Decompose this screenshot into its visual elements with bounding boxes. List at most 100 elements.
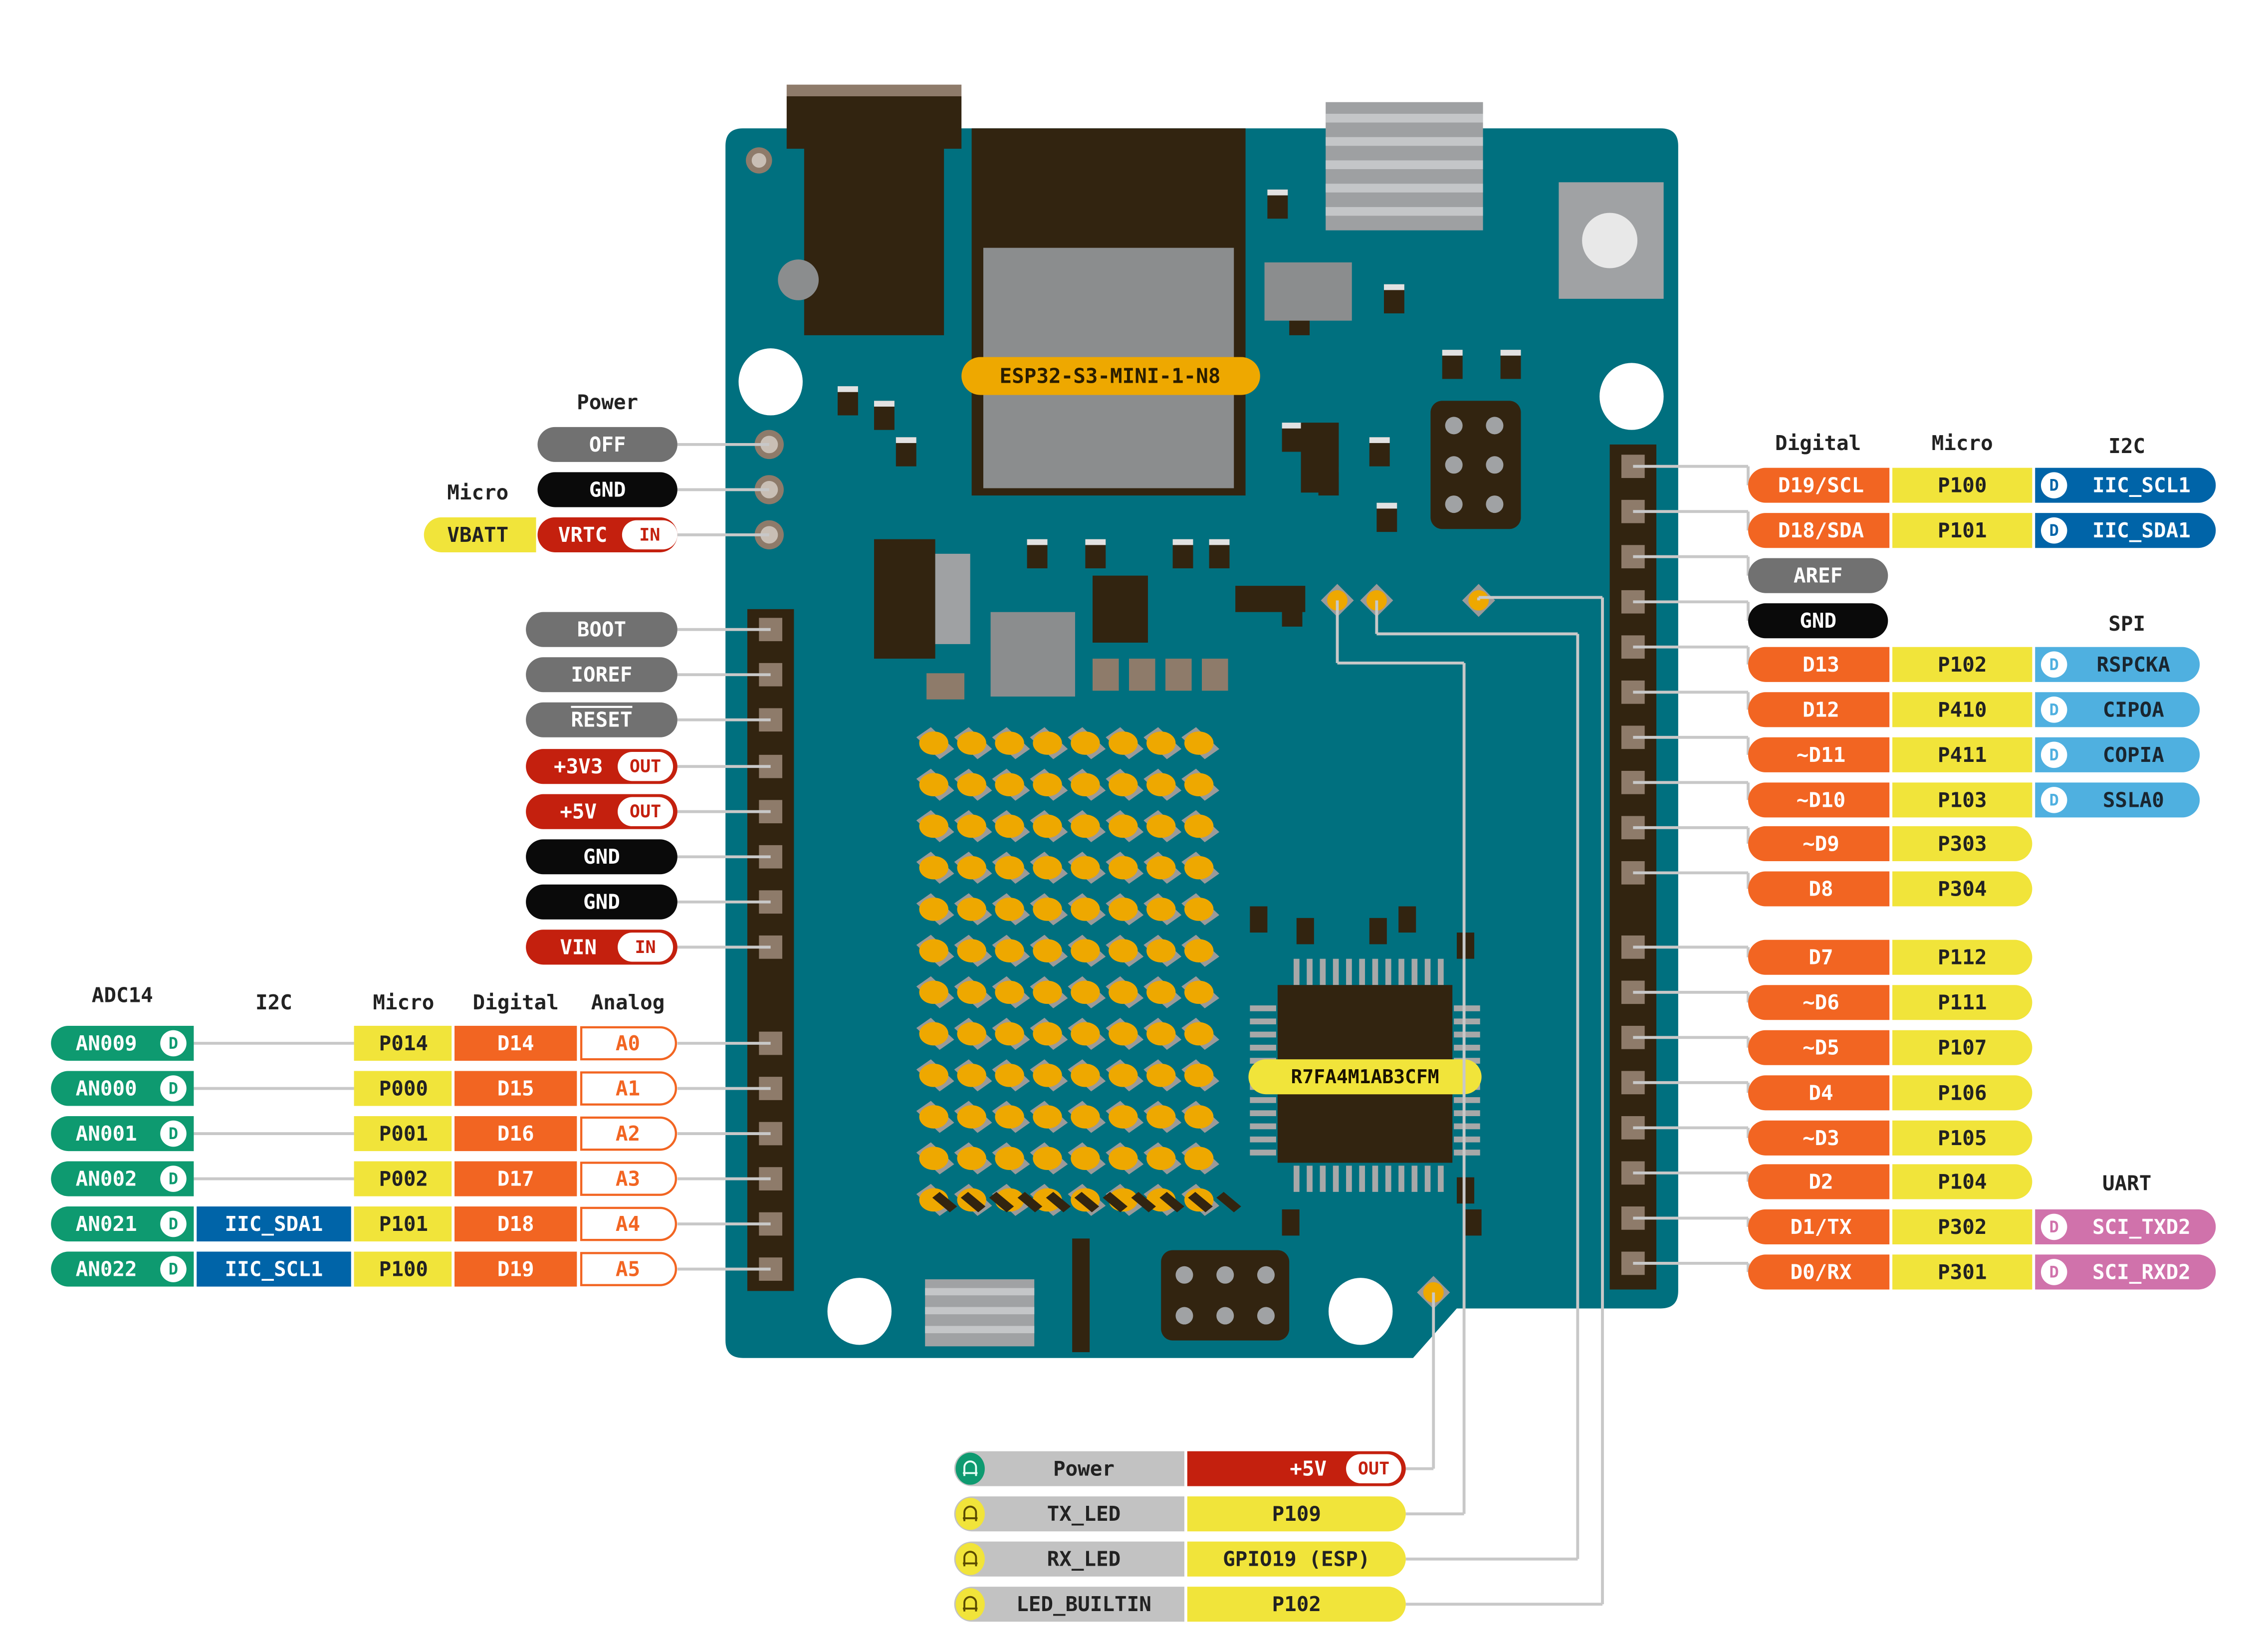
digital-pill[interactable] (1748, 1030, 1890, 1065)
header-pin-boot[interactable]: BOOT (526, 612, 677, 647)
micro-cell[interactable] (354, 1206, 452, 1242)
digital-cell[interactable] (454, 1071, 577, 1106)
power-pin-off[interactable]: OFF (537, 427, 677, 462)
micro-pill[interactable] (1892, 826, 2032, 861)
header-pin-reset[interactable]: RESET (526, 702, 677, 737)
led-name-pill[interactable] (954, 1451, 1184, 1486)
micro-cell[interactable] (354, 1251, 452, 1287)
pin-pill[interactable] (526, 839, 677, 875)
micro-pill[interactable] (1892, 782, 2032, 818)
digital-pill[interactable] (1748, 1209, 1890, 1244)
function-pill[interactable] (2035, 468, 2216, 503)
function-pill[interactable] (2035, 737, 2200, 772)
digital-pill[interactable] (1748, 647, 1890, 682)
led-value-pill[interactable] (1187, 1541, 1406, 1577)
digital-pill[interactable] (1748, 985, 1890, 1020)
led-name-pill[interactable] (954, 1496, 1184, 1532)
function-pill[interactable] (2035, 782, 2200, 818)
analog-pill[interactable] (580, 1206, 677, 1241)
function-pill[interactable] (2035, 692, 2200, 727)
pin-pill[interactable] (526, 884, 677, 920)
adc-pill[interactable] (51, 1161, 194, 1196)
digital-pill[interactable] (1748, 1075, 1890, 1111)
led-name-pill[interactable] (954, 1541, 1184, 1577)
micro-cell[interactable] (354, 1025, 452, 1061)
micro-pill[interactable] (1892, 1209, 2032, 1244)
digital-pill[interactable] (1748, 1120, 1890, 1156)
pin-pill[interactable] (526, 612, 677, 647)
header-pin-gnd[interactable]: GND (526, 839, 677, 875)
adc-pill[interactable] (51, 1206, 194, 1242)
analog-pill[interactable] (580, 1252, 677, 1286)
digital-row-gnd[interactable]: GND (1748, 603, 1888, 639)
micro-cell[interactable] (354, 1116, 452, 1152)
analog-pill[interactable] (580, 1026, 677, 1061)
micro-pill[interactable] (1892, 940, 2032, 975)
micro-cell[interactable] (354, 1071, 452, 1106)
digital-row-aref[interactable]: AREF (1748, 558, 1888, 593)
micro-pill[interactable] (1892, 647, 2032, 682)
micro-cell[interactable] (354, 1161, 452, 1196)
micro-pill[interactable] (1892, 985, 2032, 1020)
function-pill[interactable] (2035, 647, 2200, 682)
header-pin-ioref[interactable]: IOREF (526, 657, 677, 693)
i2c-cell[interactable] (197, 1251, 351, 1287)
function-pill[interactable] (2035, 513, 2216, 548)
pin-pill[interactable] (526, 702, 677, 737)
micro-pill[interactable] (1892, 1120, 2032, 1156)
digital-pill[interactable] (1748, 940, 1890, 975)
digital-pill[interactable] (1748, 871, 1890, 907)
micro-pill[interactable] (1892, 692, 2032, 727)
led-value-pill[interactable] (1187, 1587, 1406, 1622)
pin-pill[interactable] (1748, 603, 1888, 639)
led-name-pill[interactable] (954, 1587, 1184, 1622)
pin-pill[interactable] (526, 657, 677, 693)
pin-pill[interactable] (537, 427, 677, 462)
pin-pill[interactable] (537, 472, 677, 507)
digital-pill[interactable] (1748, 1164, 1890, 1199)
digital-pill[interactable] (1748, 692, 1890, 727)
micro-pill[interactable] (1892, 468, 2032, 503)
digital-cell[interactable] (454, 1025, 577, 1061)
analog-pill[interactable] (580, 1071, 677, 1106)
micro-pill[interactable] (1892, 1164, 2032, 1199)
digital-cell[interactable] (454, 1116, 577, 1152)
micro-pill[interactable] (1892, 1075, 2032, 1111)
micro-pill[interactable] (1892, 513, 2032, 548)
digital-cell[interactable] (454, 1251, 577, 1287)
digital-pill[interactable] (1748, 826, 1890, 861)
adc-pill[interactable] (51, 1116, 194, 1152)
power-pin-gnd[interactable]: GND (537, 472, 677, 507)
digital-pill[interactable] (1748, 737, 1890, 772)
digital-pill[interactable] (1748, 782, 1890, 818)
